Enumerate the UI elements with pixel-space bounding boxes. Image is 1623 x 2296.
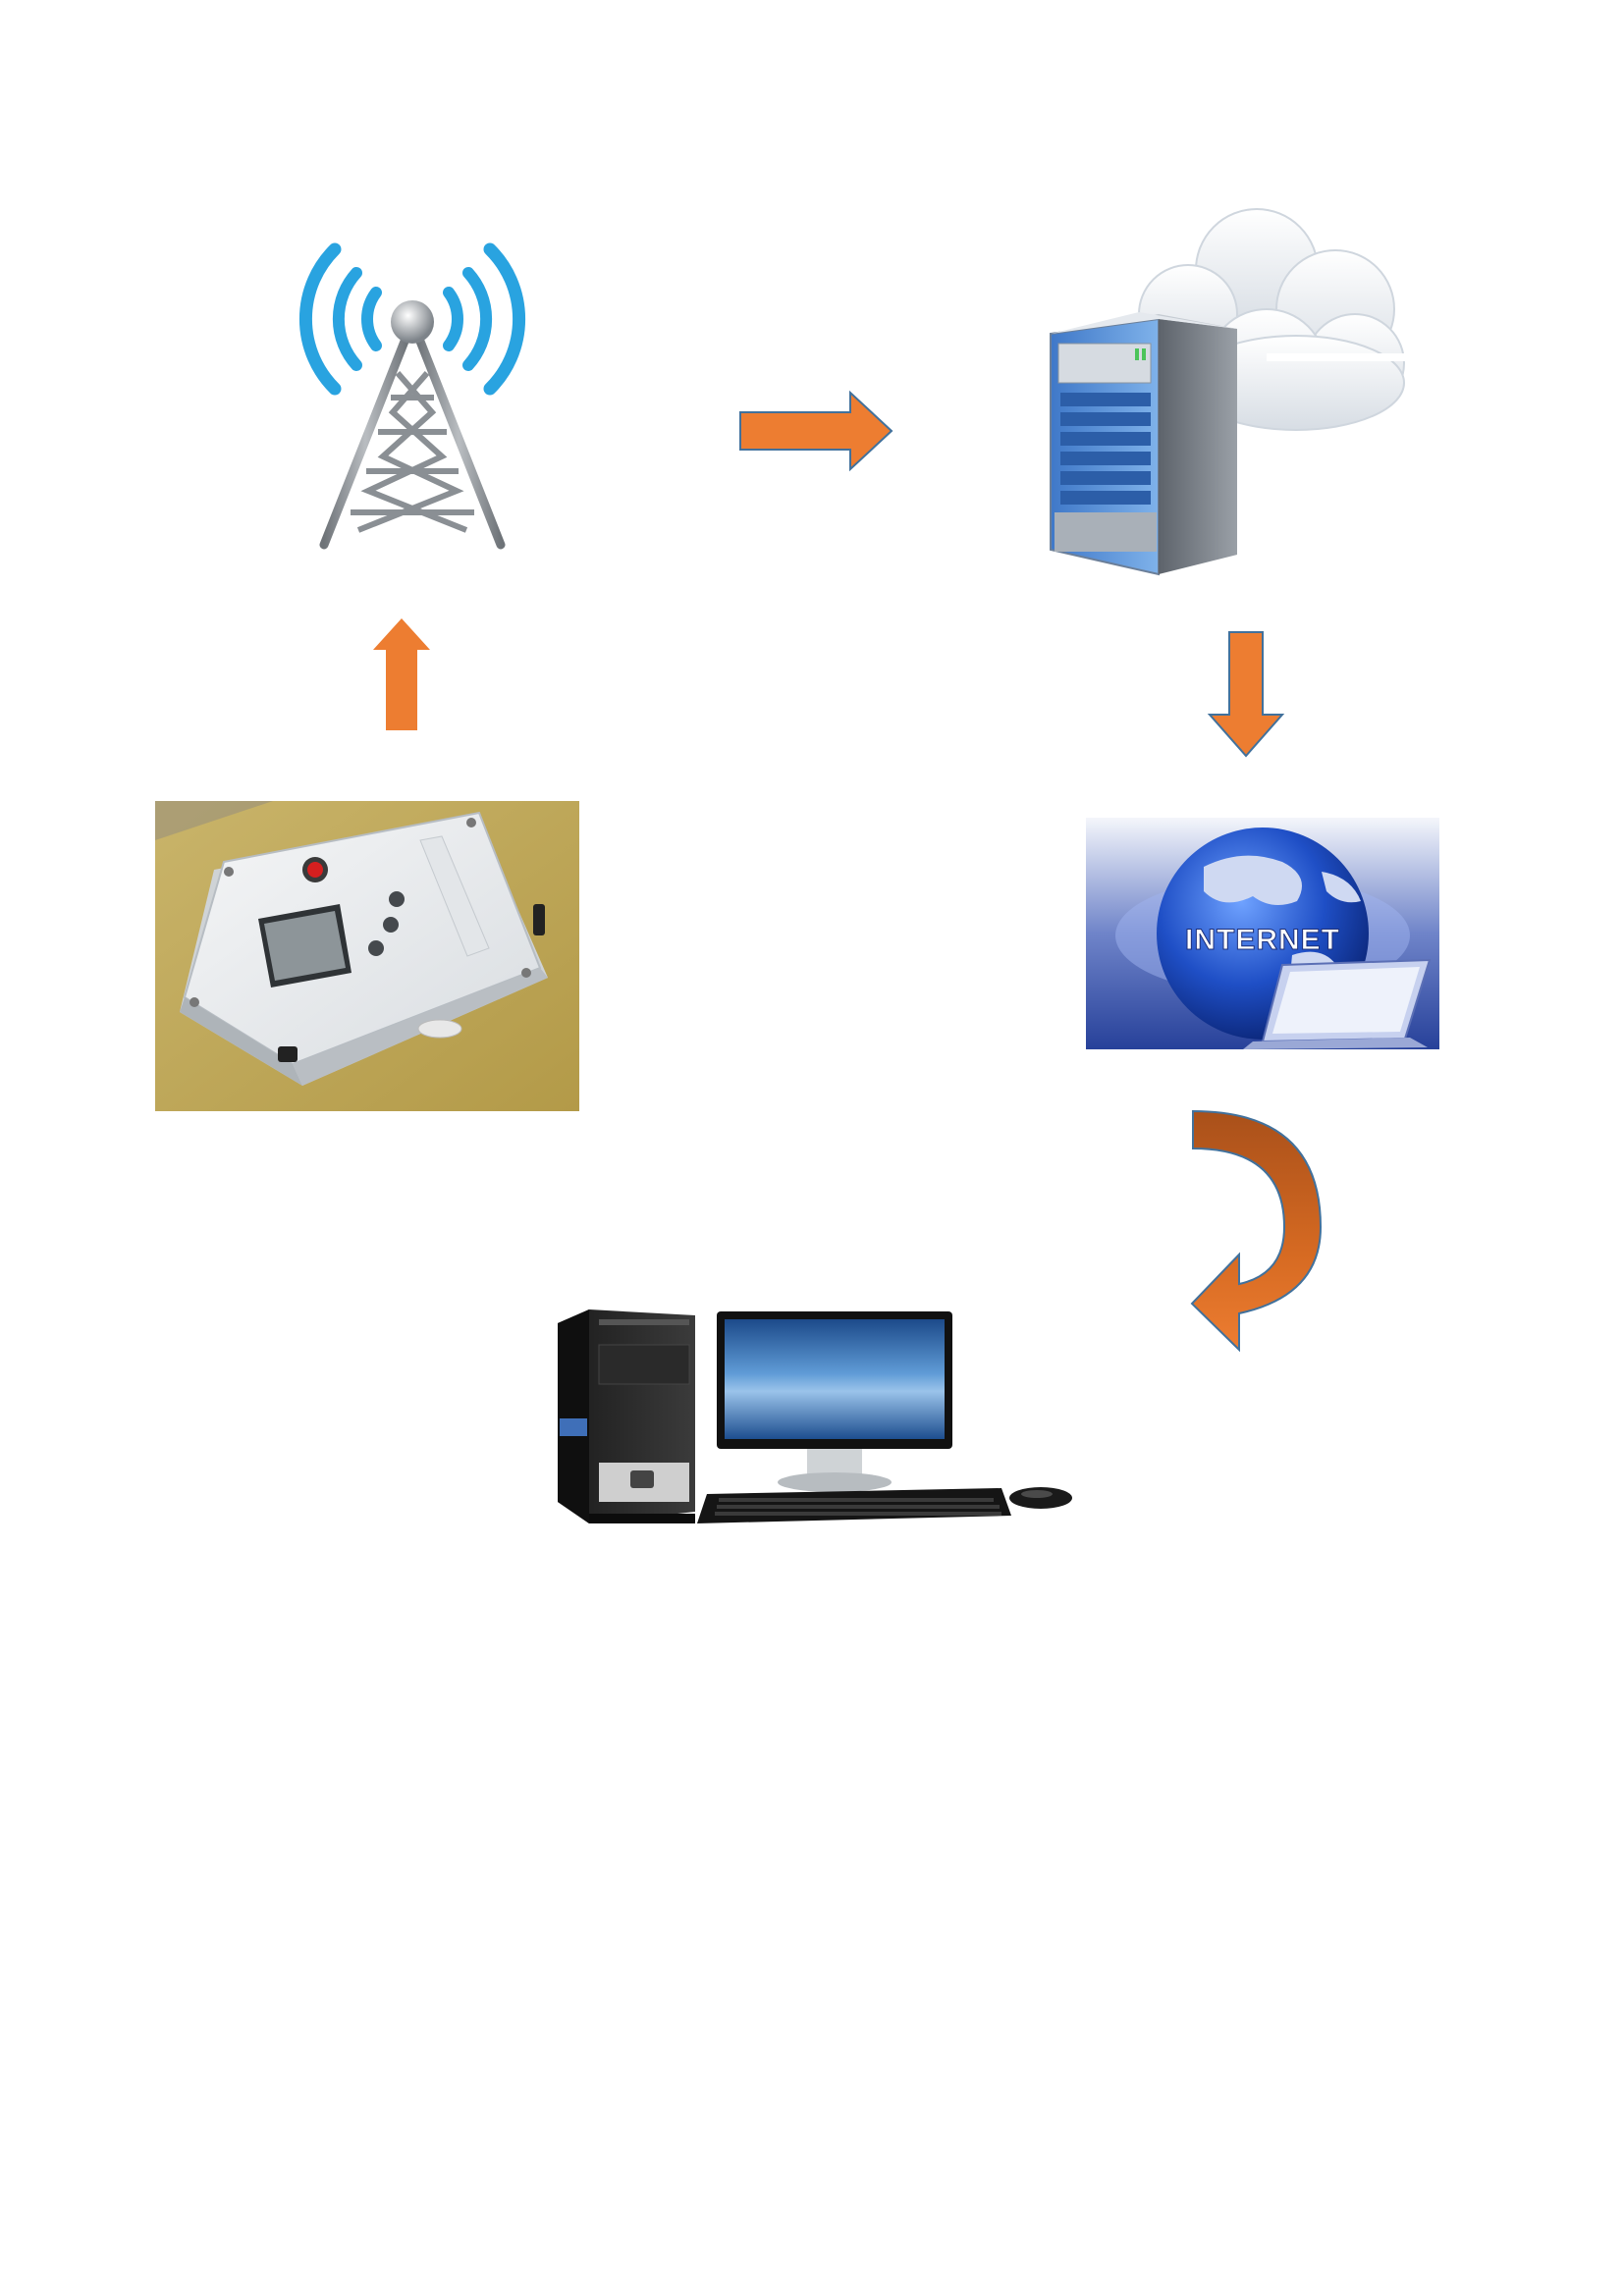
arrow-tower-to-server [738, 390, 893, 472]
desktop-computer-node [550, 1306, 1080, 1531]
data-logger-device-node [155, 801, 579, 1111]
radio-tower-icon [299, 242, 525, 550]
arrow-device-to-tower [371, 616, 432, 732]
radio-tower-node [290, 236, 535, 560]
cloud-server-icon [1050, 208, 1424, 576]
data-logger-device-icon [155, 801, 579, 1111]
cloud-server-node [1041, 196, 1424, 579]
internet-label: INTERNET [1185, 924, 1340, 956]
internet-globe-node: INTERNET [1086, 818, 1439, 1049]
desktop-computer-icon [558, 1309, 1072, 1523]
arrow-internet-to-computer [1188, 1109, 1325, 1355]
arrow-server-to-internet [1207, 630, 1285, 758]
internet-globe-icon: INTERNET [1086, 818, 1439, 1049]
